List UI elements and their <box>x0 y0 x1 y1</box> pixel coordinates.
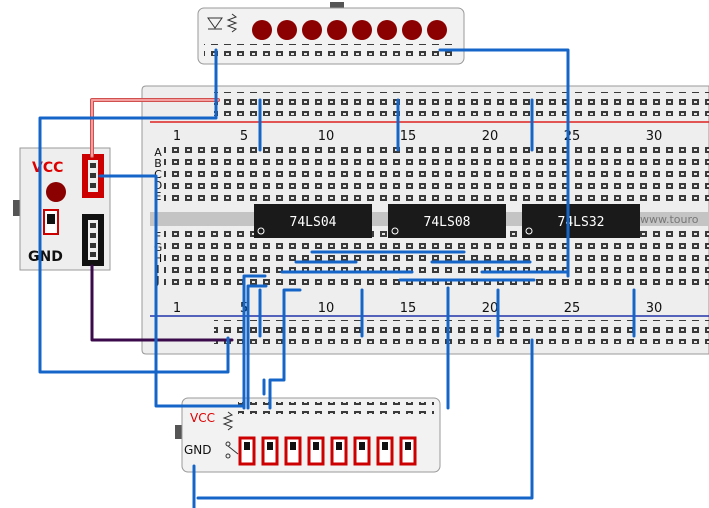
input-switch-1[interactable] <box>238 436 256 466</box>
svg-text:1: 1 <box>173 301 181 316</box>
wire-gnd-to-bottom-rail[interactable] <box>90 264 234 342</box>
input-switch-5[interactable] <box>330 436 348 466</box>
svg-text:10: 10 <box>318 301 335 316</box>
svg-text:25: 25 <box>564 301 581 316</box>
gnd-header[interactable] <box>82 214 104 266</box>
switch-row[interactable] <box>238 436 417 466</box>
svg-text:10: 10 <box>318 129 335 144</box>
svg-text:C: C <box>154 168 162 181</box>
led-display-module <box>197 2 465 65</box>
svg-text:D: D <box>154 179 162 192</box>
wire-switch-3[interactable] <box>268 288 302 410</box>
wire-vcc-to-switch[interactable] <box>98 174 246 408</box>
led-pin-row <box>204 44 458 56</box>
chip-74ls32[interactable]: 74LS32 <box>522 204 640 238</box>
chip-label: 74LS08 <box>424 215 471 230</box>
input-switch-6[interactable] <box>353 436 371 466</box>
switch-pin-row <box>238 402 434 414</box>
row-letters-top: A B C D E <box>154 146 162 203</box>
svg-text:30: 30 <box>646 301 663 316</box>
svg-text:H: H <box>154 252 162 265</box>
upper-terminal-strip <box>164 145 709 205</box>
led-resistor-icon <box>207 13 238 33</box>
chip-74ls04[interactable]: 74LS04 <box>254 204 372 238</box>
input-switch-module: VCC GND <box>175 397 441 473</box>
power-switch[interactable] <box>43 209 59 235</box>
top-power-rail <box>214 92 709 116</box>
wire-bottom-rail-return[interactable] <box>196 338 534 500</box>
svg-text:15: 15 <box>400 129 417 144</box>
wire-switch-2[interactable] <box>242 274 267 410</box>
svg-text:I: I <box>156 263 159 276</box>
vcc-label: VCC <box>32 160 63 176</box>
input-switch-2[interactable] <box>261 436 279 466</box>
vcc-header[interactable] <box>82 154 104 198</box>
svg-text:B: B <box>154 157 162 170</box>
wire-switch-1[interactable] <box>246 284 268 410</box>
chip-label: 74LS32 <box>558 215 605 230</box>
svg-text:1: 1 <box>173 129 181 144</box>
chip-label: 74LS04 <box>290 215 337 230</box>
wire-led-gnd[interactable] <box>38 48 230 374</box>
svg-text:20: 20 <box>482 301 499 316</box>
svg-text:25: 25 <box>564 129 581 144</box>
watermark-text: www.touro <box>640 213 699 226</box>
svg-text:30: 30 <box>646 129 663 144</box>
vcc-label: VCC <box>190 411 215 425</box>
svg-text:E: E <box>155 190 162 203</box>
wire-vcc-to-top-rail-inner <box>91 99 219 157</box>
wires <box>38 48 636 508</box>
svg-text:F: F <box>155 230 161 243</box>
svg-text:15: 15 <box>400 301 417 316</box>
chip-74ls08[interactable]: 74LS08 <box>388 204 506 238</box>
power-supply-module: VCC GND <box>13 147 111 271</box>
power-led <box>46 182 66 202</box>
svg-text:5: 5 <box>240 129 248 144</box>
svg-text:20: 20 <box>482 129 499 144</box>
svg-text:A: A <box>154 146 162 159</box>
input-switch-7[interactable] <box>376 436 394 466</box>
input-switch-4[interactable] <box>307 436 325 466</box>
gnd-label: GND <box>28 249 63 265</box>
input-switch-3[interactable] <box>284 436 302 466</box>
wire-led-signal[interactable] <box>438 48 570 278</box>
bottom-power-rail <box>214 320 709 344</box>
svg-text:G: G <box>154 241 163 254</box>
switch-resistor-icon <box>222 411 239 459</box>
gnd-label: GND <box>184 443 212 457</box>
led-row <box>252 20 447 40</box>
input-switch-8[interactable] <box>399 436 417 466</box>
